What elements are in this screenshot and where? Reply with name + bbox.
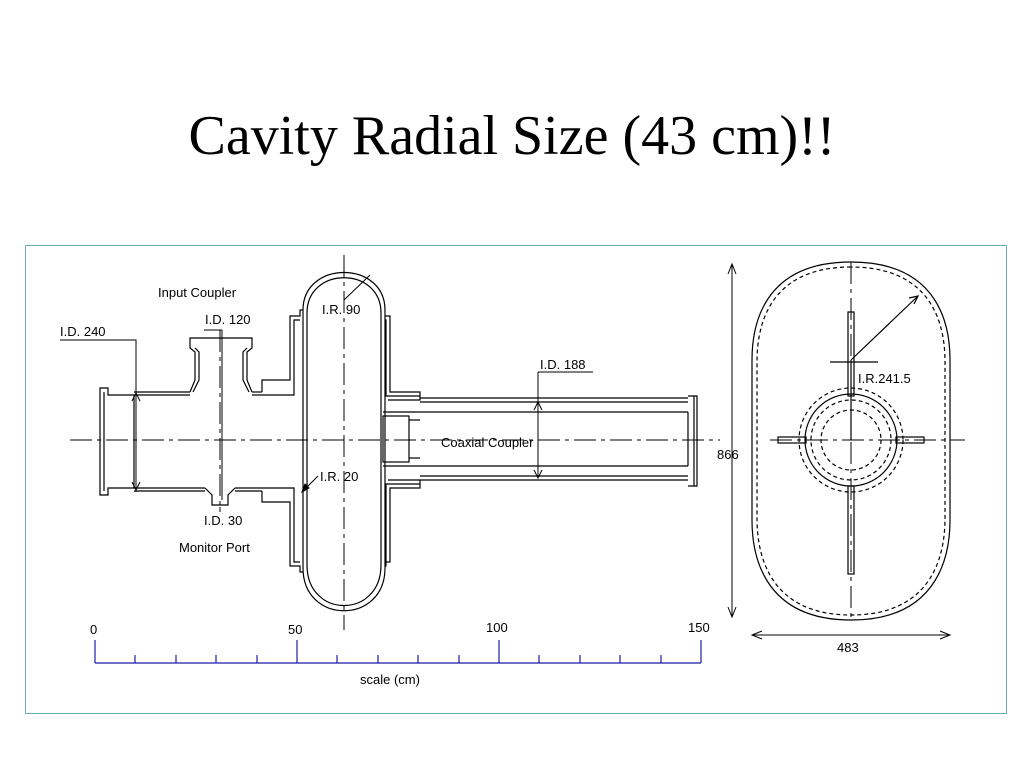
label-ir-20: I.R. 20 <box>320 469 358 484</box>
label-id-30: I.D. 30 <box>204 513 242 528</box>
dimension-leaders <box>60 274 593 512</box>
slide-title: Cavity Radial Size (43 cm)!! <box>188 105 836 167</box>
label-ir-241-5: I.R.241.5 <box>858 371 911 386</box>
scale-tick-50: 50 <box>288 622 302 637</box>
scale-tick-150: 150 <box>688 620 710 635</box>
label-id-188: I.D. 188 <box>540 357 586 372</box>
label-ir-90: I.R. 90 <box>322 302 360 317</box>
label-id-240: I.D. 240 <box>60 324 106 339</box>
label-dim-483: 483 <box>837 640 859 655</box>
centerlines <box>70 255 965 630</box>
label-input-coupler: Input Coupler <box>158 285 237 300</box>
scale-bar <box>94 640 702 664</box>
scale-label: scale (cm) <box>360 672 420 687</box>
end-view-dimensions <box>727 262 952 640</box>
cavity-end-view <box>751 261 951 621</box>
diagram-frame <box>25 245 1007 714</box>
label-coaxial-coupler: Coaxial Coupler <box>441 435 534 450</box>
label-dim-866: 866 <box>717 447 739 462</box>
scale-tick-0: 0 <box>90 622 97 637</box>
label-monitor-port: Monitor Port <box>179 540 250 555</box>
cavity-side-view <box>99 271 698 612</box>
scale-tick-100: 100 <box>486 620 508 635</box>
label-id-120: I.D. 120 <box>205 312 251 327</box>
